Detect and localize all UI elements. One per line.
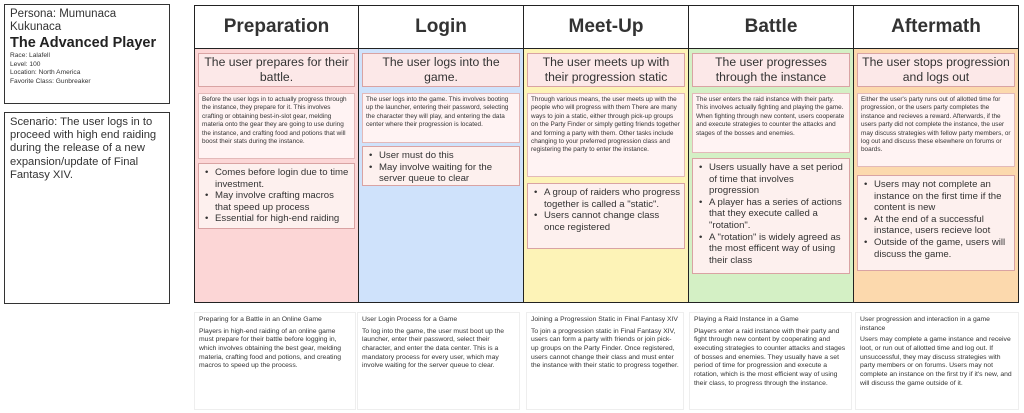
stage-body: The user prepares for their battle. Befo… <box>195 49 358 302</box>
persona-name: Persona: Mumunaca Kukunaca <box>10 8 117 33</box>
note-text: Players in high-end raiding of an online… <box>199 327 342 370</box>
stage-note-battle: Playing a Raid Instance in a Game Player… <box>689 312 852 410</box>
bullet-item: Essential for high-end raiding <box>205 213 350 225</box>
stage-body: The user progresses through the instance… <box>689 49 853 302</box>
note-text: To log into the game, the user must boot… <box>362 327 505 370</box>
bullet-item: Users usually have a set period of time … <box>699 162 845 197</box>
bullet-item: A player has a series of actions that th… <box>699 197 845 232</box>
persona-location: Location: North America <box>10 69 81 77</box>
note-title: Joining a Progression Static in Final Fa… <box>531 316 678 323</box>
stage-description: Through various means, the user meets up… <box>527 93 685 177</box>
journey-board: Preparation The user prepares for their … <box>194 5 1019 303</box>
bullet-item: At the end of a successful instance, use… <box>864 214 1010 237</box>
bullet-item: A group of raiders who progress together… <box>534 187 680 210</box>
persona-card: Persona: Mumunaca Kukunaca The Advanced … <box>4 4 170 104</box>
persona-title: The Advanced Player <box>10 35 157 51</box>
stage-body: The user logs into the game. The user lo… <box>359 49 523 302</box>
note-title: User Login Process for a Game <box>362 316 458 323</box>
stage-meet-up: Meet-Up The user meets up with their pro… <box>524 6 689 302</box>
stage-title: Battle <box>689 6 853 49</box>
note-title: User progression and interaction in a ga… <box>860 316 990 332</box>
stage-summary: The user progresses through the instance <box>692 53 850 87</box>
stage-summary: The user meets up with their progression… <box>527 53 685 87</box>
stage-summary: The user logs into the game. <box>362 53 520 87</box>
bullet-item: May involve waiting for the server queue… <box>369 162 515 185</box>
stage-description: The user logs into the game. This involv… <box>362 93 520 143</box>
stage-title: Preparation <box>195 6 358 49</box>
stage-bullets: User must do this May involve waiting fo… <box>362 146 520 186</box>
stage-summary: The user prepares for their battle. <box>198 53 355 87</box>
note-title: Playing a Raid Instance in a Game <box>694 316 799 323</box>
persona-race: Race: Lalafell <box>10 52 50 59</box>
note-title: Preparing for a Battle in an Online Game <box>199 316 322 323</box>
stage-description: The user enters the raid instance with t… <box>692 93 850 153</box>
bullet-item: A "rotation" is widely agreed as the mos… <box>699 232 845 267</box>
stage-login: Login The user logs into the game. The u… <box>359 6 524 302</box>
note-text: Players enter a raid instance with their… <box>694 327 846 387</box>
stage-bullets: Users may not complete an instance on th… <box>857 175 1015 271</box>
stage-bullets: Comes before login due to time investmen… <box>198 163 355 229</box>
stage-bullets: A group of raiders who progress together… <box>527 183 685 249</box>
stage-description: Before the user logs in to actually prog… <box>198 93 355 159</box>
bullet-item: Outside of the game, users will discuss … <box>864 237 1010 260</box>
stage-title: Meet-Up <box>524 6 688 49</box>
stage-note-meet-up: Joining a Progression Static in Final Fa… <box>526 312 684 410</box>
scenario-text: Scenario: The user logs in to proceed wi… <box>10 116 157 181</box>
stage-note-login: User Login Process for a Game To log int… <box>357 312 520 410</box>
stage-aftermath: Aftermath The user stops progression and… <box>854 6 1018 302</box>
scenario-card: Scenario: The user logs in to proceed wi… <box>4 112 170 304</box>
note-text: To join a progression static in Final Fa… <box>531 327 679 370</box>
stage-body: The user stops progression and logs out … <box>854 49 1018 302</box>
bullet-item: User must do this <box>369 150 515 162</box>
stage-battle: Battle The user progresses through the i… <box>689 6 854 302</box>
stage-note-preparation: Preparing for a Battle in an Online Game… <box>194 312 356 410</box>
persona-favorite-class: Favorite Class: Gunbreaker <box>10 77 91 85</box>
note-text: Users may complete a game instance and r… <box>860 336 1012 387</box>
stage-bullets: Users usually have a set period of time … <box>692 158 850 274</box>
stage-summary: The user stops progression and logs out <box>857 53 1015 87</box>
bullet-item: Comes before login due to time investmen… <box>205 167 350 190</box>
bullet-item: Users cannot change class once registere… <box>534 210 680 233</box>
persona-level: Level: 100 <box>10 60 41 68</box>
stage-description: Either the user's party runs out of allo… <box>857 93 1015 167</box>
bullet-item: May involve crafting macros that speed u… <box>205 190 350 213</box>
stage-title: Aftermath <box>854 6 1018 49</box>
stage-note-aftermath: User progression and interaction in a ga… <box>855 312 1019 410</box>
stage-body: The user meets up with their progression… <box>524 49 688 302</box>
stage-preparation: Preparation The user prepares for their … <box>195 6 359 302</box>
bullet-item: Users may not complete an instance on th… <box>864 179 1010 214</box>
stage-title: Login <box>359 6 523 49</box>
